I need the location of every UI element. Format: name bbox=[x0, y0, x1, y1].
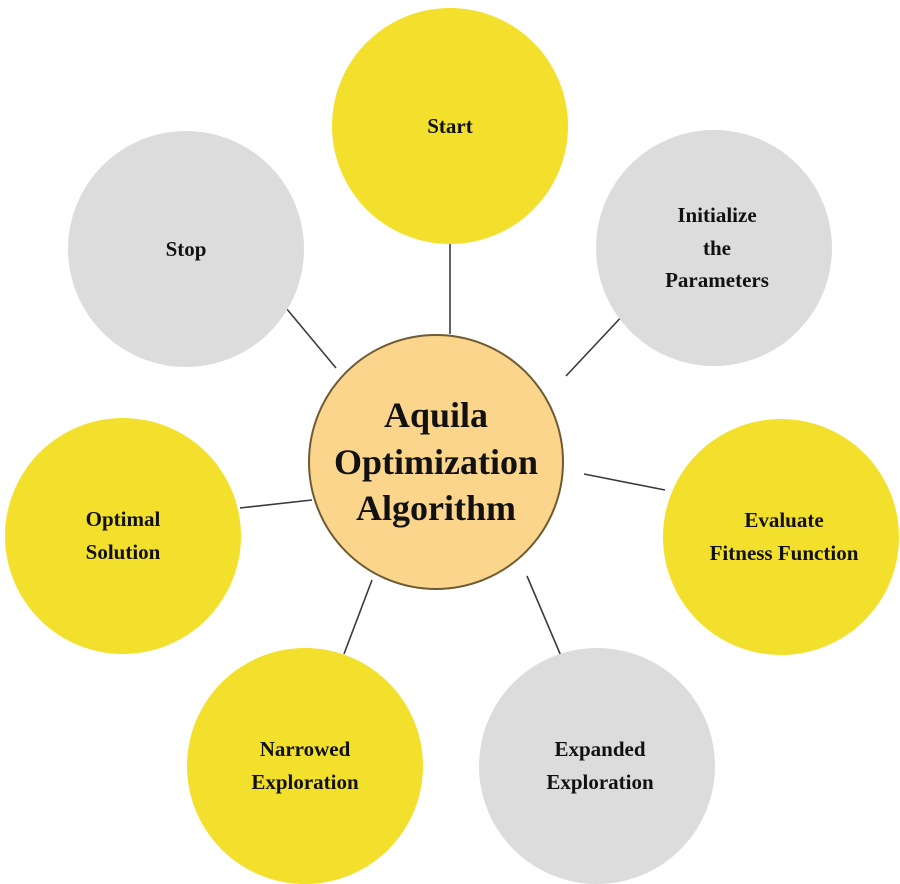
connector-initialize bbox=[565, 311, 627, 377]
node-initialize-parameters: Initialize the Parameters bbox=[596, 130, 832, 366]
node-start-label: Start bbox=[427, 113, 473, 138]
connector-evaluate bbox=[583, 473, 666, 491]
connector-narrowed bbox=[343, 579, 373, 655]
node-initialize-label: Initialize the Parameters bbox=[665, 203, 769, 293]
node-narrowed-exploration: Narrowed Exploration bbox=[187, 648, 423, 884]
node-center-aquila: Aquila Optimization Algorithm bbox=[308, 334, 564, 590]
node-optimal-solution: Optimal Solution bbox=[5, 418, 241, 654]
center-title: Aquila Optimization Algorithm bbox=[334, 394, 538, 529]
node-evaluate-label: Evaluate Fitness Function bbox=[709, 508, 859, 565]
node-expanded-exploration: Expanded Exploration bbox=[479, 648, 715, 884]
node-expanded-label: Expanded Exploration bbox=[546, 737, 654, 794]
connector-expanded bbox=[526, 575, 562, 657]
node-narrowed-label: Narrowed Exploration bbox=[251, 737, 359, 794]
node-stop: Stop bbox=[68, 131, 304, 367]
connector-optimal bbox=[239, 499, 313, 509]
node-stop-label: Stop bbox=[165, 236, 207, 261]
node-evaluate-fitness: Evaluate Fitness Function bbox=[663, 419, 899, 655]
node-start: Start bbox=[332, 8, 568, 244]
connector-stop bbox=[285, 307, 337, 369]
node-optimal-label: Optimal Solution bbox=[85, 507, 161, 564]
